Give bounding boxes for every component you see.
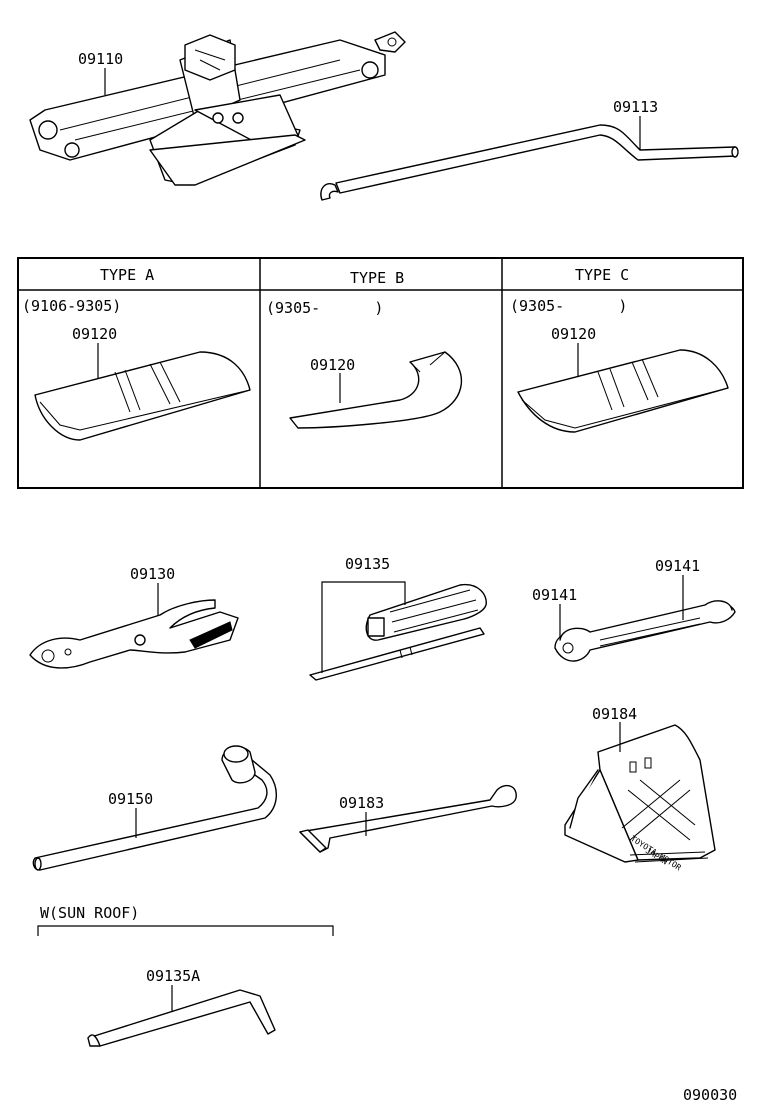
pliers [29,599,239,669]
tool-bag-type-c [517,349,729,433]
pliers-label: 09130 [130,565,175,583]
tool-bag-type-a [34,351,251,441]
lug-wrench [32,745,277,871]
table-header-type-a: TYPE A [100,266,154,284]
tool-bag-table [17,257,744,489]
sunroof-handle-label: 09135A [146,967,200,985]
wrench-left-label: 09141 [532,586,577,604]
type-a-range: (9106-9305) [22,297,121,315]
jack-label: 09110 [78,50,123,68]
sunroof-label: W(SUN ROOF) [40,904,139,922]
chock-label: 09184 [592,705,637,723]
hook-label: 09183 [339,794,384,812]
lug-wrench-label: 09150 [108,790,153,808]
table-header-type-c: TYPE C [575,266,629,284]
sunroof-bracket [37,925,334,936]
table-header-type-b: TYPE B [350,269,404,287]
tool-bag-a-label: 09120 [72,325,117,343]
wrench-right-label: 09141 [655,557,700,575]
page-code: 090030 [683,1086,737,1104]
type-b-range: (9305- ) [266,299,383,317]
hook [299,784,517,853]
tool-bag-type-b [289,351,462,429]
sunroof-handle [87,989,276,1047]
type-c-range: (9305- ) [510,297,627,315]
jack-handle-label: 09113 [613,98,658,116]
screwdriver-label: 09135 [345,555,390,573]
wrench-set [554,600,736,662]
screwdriver-leader [321,581,406,673]
tool-bag-c-label: 09120 [551,325,596,343]
screwdriver [309,583,487,681]
jack-handle [320,124,739,201]
wheel-chock [564,724,716,863]
scissor-jack [29,31,406,186]
tool-bag-b-label: 09120 [310,356,355,374]
